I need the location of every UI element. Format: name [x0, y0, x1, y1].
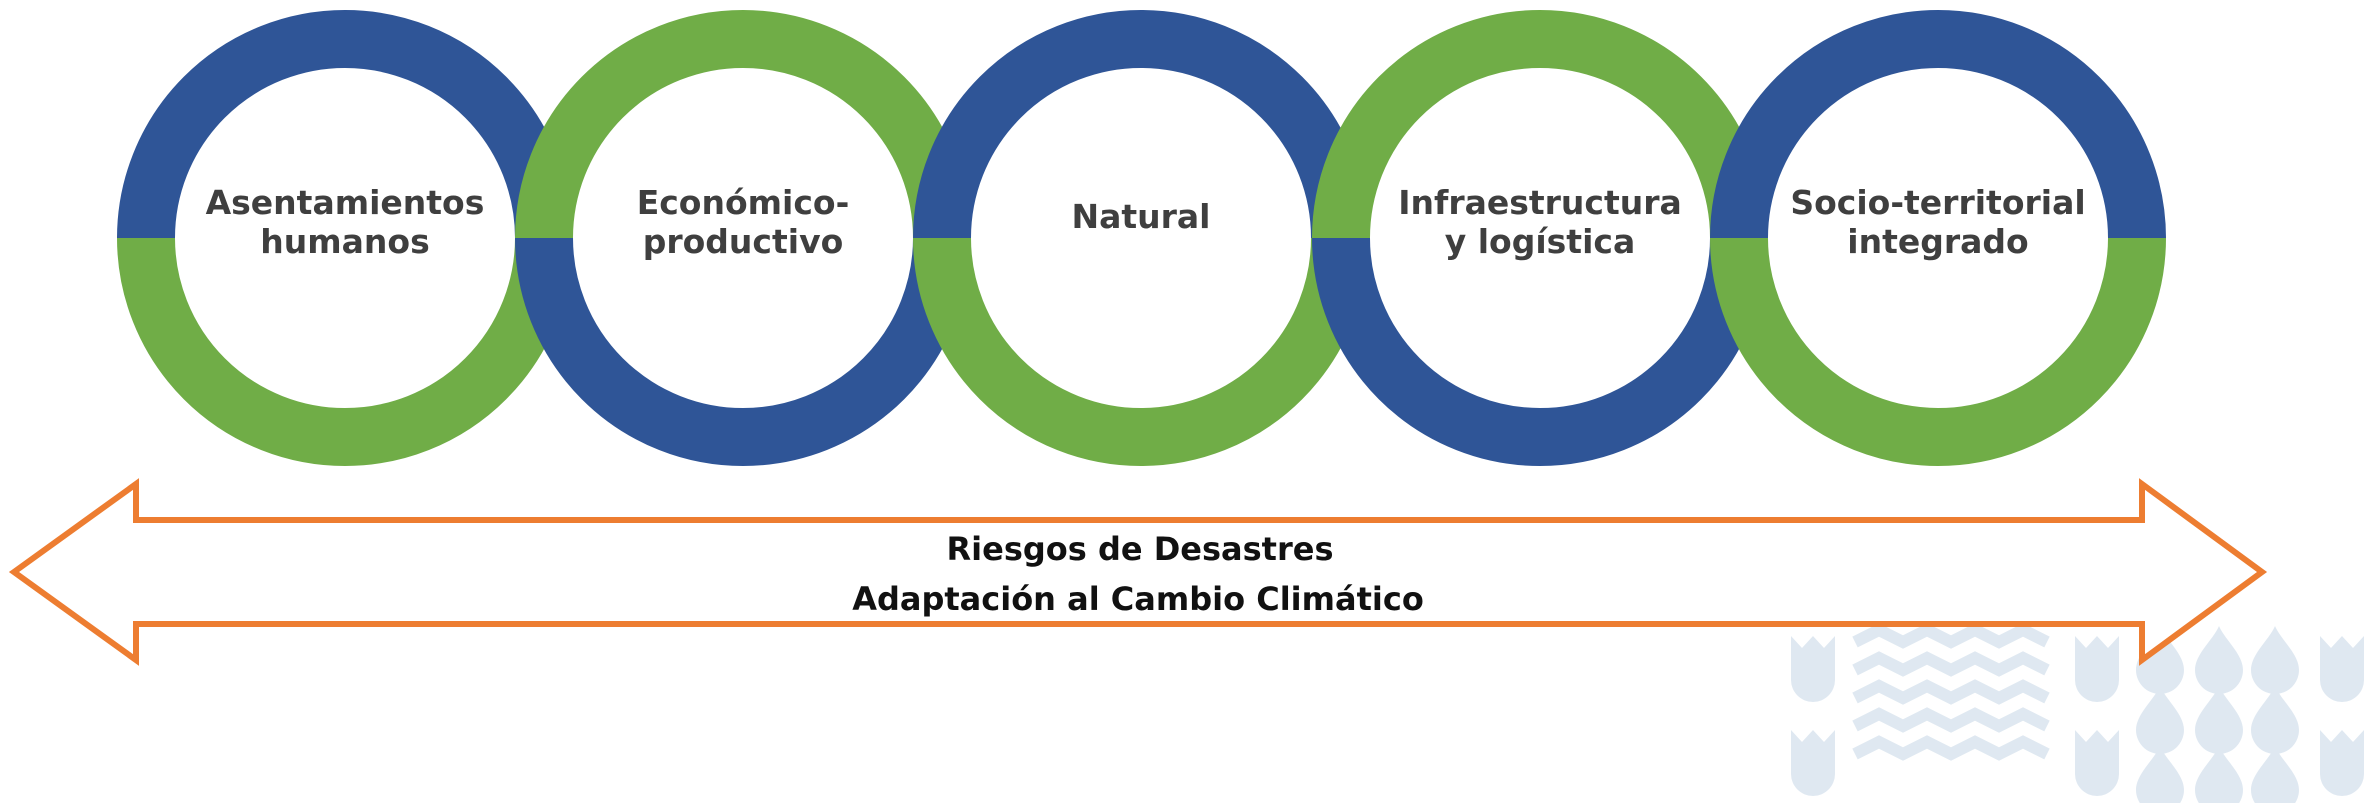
- ring-lower-arc: [1710, 237, 2166, 466]
- crown-shape: [1791, 730, 1835, 796]
- drop-shape: [2195, 686, 2243, 754]
- ring-label: Natural: [1071, 197, 1210, 236]
- ring-label-line1: Asentamientos: [206, 183, 485, 222]
- ring-label-line2: productivo: [643, 222, 844, 261]
- ring-upper-arc: [515, 10, 971, 239]
- ring-upper-arc: [117, 10, 573, 239]
- drop-shape: [2251, 686, 2299, 754]
- ring-upper-arc: [1312, 10, 1768, 239]
- ring-label-line1: Natural: [1071, 197, 1210, 236]
- drop-shape: [2136, 686, 2184, 754]
- arrow-label-risks: Riesgos de Desastres: [947, 530, 1334, 568]
- wave-shape: [1852, 623, 2050, 649]
- crown-shape: [2075, 730, 2119, 796]
- ring-lower-arc: [1312, 237, 1768, 466]
- ring-label-line1: Socio-territorial: [1790, 183, 2085, 222]
- ring-lower-arc: [913, 237, 1369, 466]
- crown-shape: [1791, 636, 1835, 702]
- ring-label-line1: Económico-: [637, 183, 850, 222]
- ring-label-line2: integrado: [1847, 222, 2028, 261]
- ring-label-line2: humanos: [260, 222, 429, 261]
- ring-economico-productivo: Económico-productivo: [515, 10, 971, 466]
- wave-shape: [1852, 707, 2050, 733]
- ring-lower-arc: [117, 237, 573, 466]
- ring-label-line1: Infraestructura: [1398, 183, 1682, 222]
- arrow-label-adaptation: Adaptación al Cambio Climático: [852, 580, 1424, 618]
- drop-shape: [2195, 626, 2243, 694]
- drop-shape: [2195, 746, 2243, 803]
- drop-shape: [2136, 746, 2184, 803]
- drop-shape: [2251, 626, 2299, 694]
- ring-natural: Natural: [913, 10, 1369, 466]
- drop-shape: [2136, 626, 2184, 694]
- ring-label: Económico-productivo: [637, 183, 850, 261]
- crown-shape: [2320, 730, 2364, 796]
- ring-upper-arc: [1710, 10, 2166, 239]
- wave-shape: [1852, 679, 2050, 705]
- ring-label-line2: y logística: [1445, 222, 1635, 261]
- wave-shape: [1852, 735, 2050, 761]
- wave-shape: [1852, 651, 2050, 677]
- crown-shape: [2320, 636, 2364, 702]
- crown-shape: [2075, 636, 2119, 702]
- ring-lower-arc: [515, 237, 971, 466]
- ring-upper-arc: [913, 10, 1369, 239]
- double-arrow: [8, 478, 2268, 666]
- drop-shape: [2251, 746, 2299, 803]
- water-drops-pattern-icon: [1791, 623, 2364, 803]
